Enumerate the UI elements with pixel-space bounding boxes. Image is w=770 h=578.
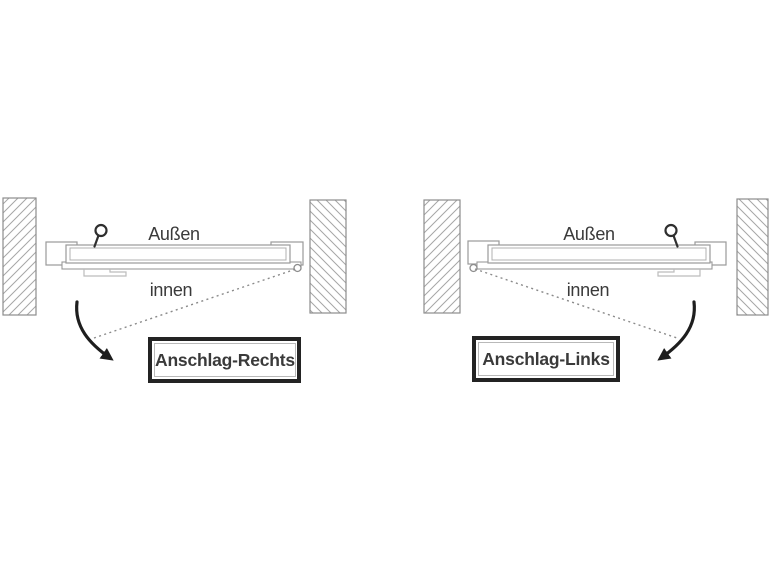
lock-bracket bbox=[657, 269, 701, 277]
wall-left-hatched bbox=[423, 199, 461, 314]
swing-direction-arrow bbox=[75, 300, 114, 361]
door-handle-icon bbox=[664, 223, 678, 238]
diagram-anschlag-rechts: Außen innen bbox=[2, 197, 347, 361]
door-panel-inner-line bbox=[69, 247, 287, 261]
swing-direction-arrow bbox=[657, 300, 696, 361]
lock-bracket bbox=[83, 269, 127, 277]
door-handle-icon bbox=[94, 223, 108, 238]
wall-left-hatched bbox=[2, 197, 37, 316]
outside-label: Außen bbox=[148, 224, 200, 244]
door-panel bbox=[65, 244, 291, 264]
door-panel-inner-line bbox=[491, 247, 707, 261]
door-swing-path-dotted bbox=[93, 268, 297, 339]
door-handle-stem bbox=[93, 234, 100, 248]
caption-box-anschlag-links: Anschlag-Links bbox=[472, 336, 620, 382]
inside-label: innen bbox=[150, 280, 193, 300]
caption-label: Anschlag-Links bbox=[482, 348, 610, 369]
wall-right-hatched bbox=[309, 199, 347, 314]
caption-box-anschlag-rechts: Anschlag-Rechts bbox=[148, 337, 301, 383]
caption-inner-border: Anschlag-Rechts bbox=[154, 343, 296, 377]
caption-inner-border: Anschlag-Links bbox=[478, 342, 614, 376]
wall-right-hatched bbox=[736, 198, 769, 316]
hinge-pivot-icon bbox=[293, 263, 302, 273]
caption-label: Anschlag-Rechts bbox=[155, 349, 295, 370]
outside-label: Außen bbox=[563, 224, 615, 244]
inside-label: innen bbox=[567, 280, 610, 300]
door-panel bbox=[487, 244, 711, 264]
diagram-anschlag-links: Außen innen bbox=[423, 198, 769, 361]
door-handle-stem bbox=[672, 234, 679, 248]
hinge-pivot-icon bbox=[469, 263, 478, 273]
